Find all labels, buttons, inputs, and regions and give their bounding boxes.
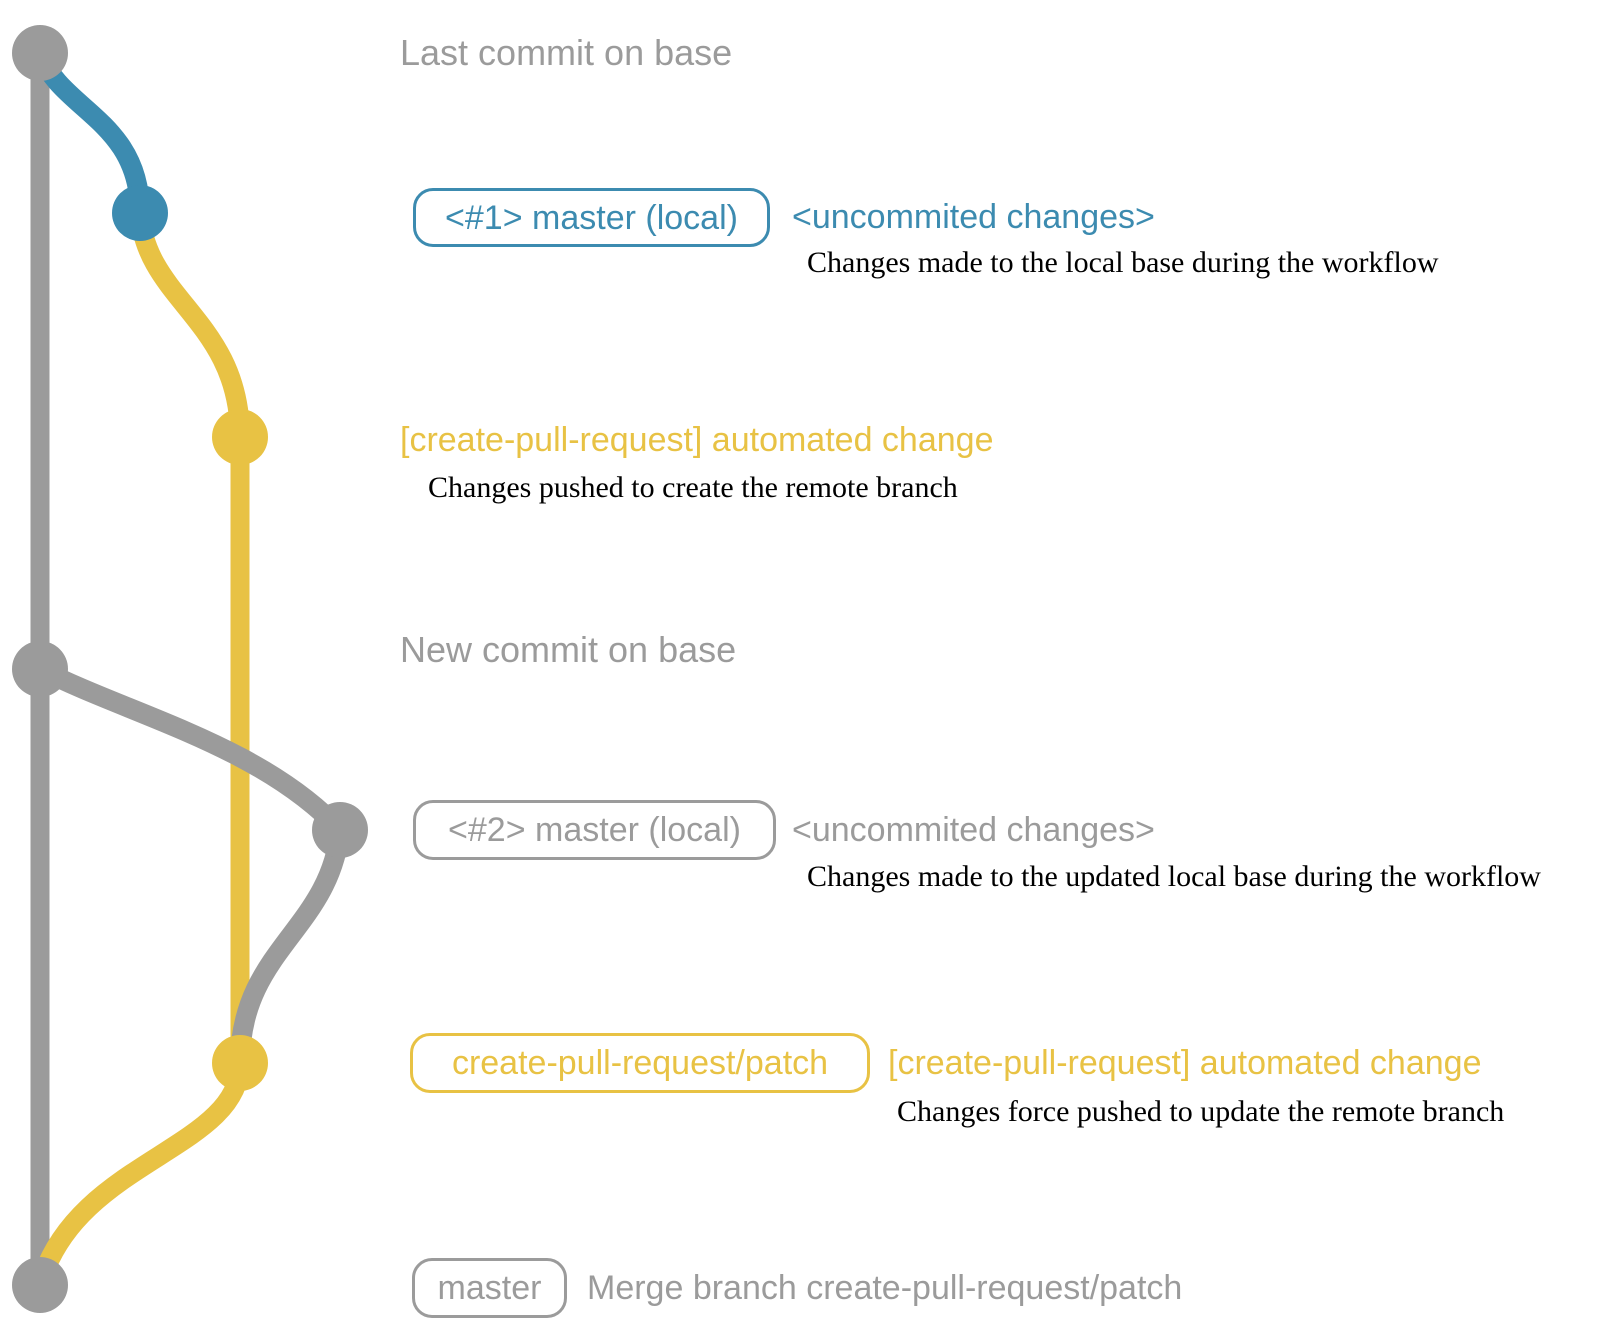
side-automated-change-1: [create-pull-request] automated change	[400, 421, 994, 459]
label-new-commit-on-base: New commit on base	[400, 629, 737, 670]
patch-merge-curve	[30, 1062, 250, 1288]
note-updated-local-base-changes: Changes made to the updated local base d…	[807, 860, 1541, 893]
label-last-commit-on-base: Last commit on base	[400, 32, 733, 73]
note-local-base-changes: Changes made to the local base during th…	[807, 246, 1439, 279]
force-push-curve	[230, 828, 350, 1064]
commit-dot-last-base	[12, 25, 68, 81]
side-merge-branch: Merge branch create-pull-request/patch	[587, 1269, 1183, 1307]
commit-dot-local-2	[312, 802, 368, 858]
commit-dot-local-1	[112, 185, 168, 241]
side-uncommited-changes-1: <uncommited changes>	[792, 198, 1155, 236]
badge-master-local-1: <#1> master (local)	[413, 188, 770, 247]
side-automated-change-2: [create-pull-request] automated change	[888, 1044, 1482, 1082]
commit-dot-patch-1	[212, 409, 268, 465]
note-force-pushed-remote-branch: Changes force pushed to update the remot…	[897, 1095, 1505, 1128]
local-master-branch-curve	[30, 49, 150, 214]
badge-master: master	[412, 1258, 567, 1318]
badge-master-local-2: <#2> master (local)	[413, 800, 776, 860]
commit-dot-merge	[12, 1257, 68, 1313]
commit-dot-new-base	[12, 641, 68, 697]
commit-dot-patch-2	[212, 1035, 268, 1091]
side-uncommited-changes-2: <uncommited changes>	[792, 811, 1155, 849]
commit-graph	[12, 25, 368, 1313]
patch-branch-out-curve	[130, 212, 250, 438]
note-pushed-remote-branch: Changes pushed to create the remote bran…	[428, 471, 958, 504]
updated-local-branch-out-curve	[35, 660, 348, 837]
badge-create-pull-request-patch: create-pull-request/patch	[410, 1033, 870, 1093]
